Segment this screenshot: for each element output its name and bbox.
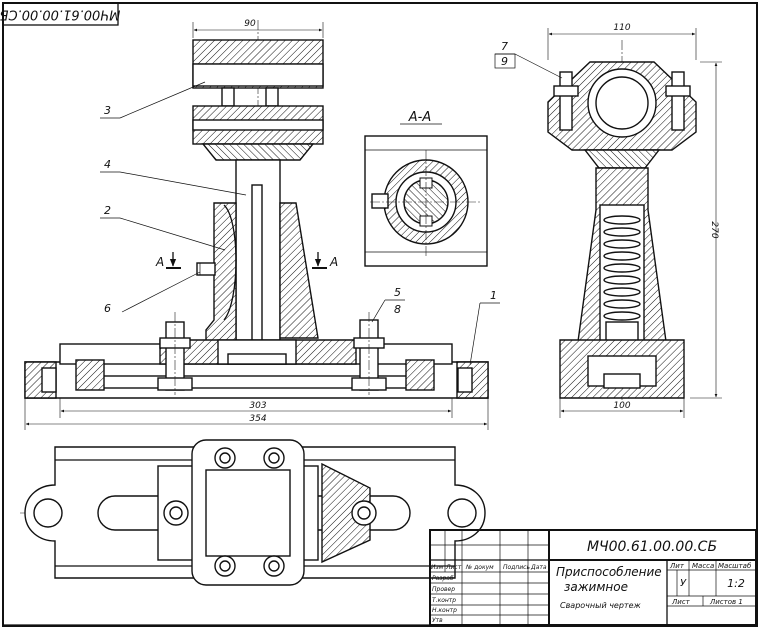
svg-text:7: 7 [501, 40, 508, 53]
lit-value: У [680, 578, 687, 589]
sheet-label: Лист [671, 598, 691, 606]
title-block: Изм Лист № докум Подпись Дата Разраб Про… [429, 529, 757, 626]
section-mark-right: А [329, 255, 338, 269]
svg-text:1: 1 [490, 289, 497, 302]
svg-text:Провер: Провер [432, 586, 455, 593]
svg-text:Дата: Дата [530, 564, 547, 571]
callout-2: 2 [100, 204, 226, 251]
svg-text:5: 5 [394, 286, 401, 299]
svg-text:Масса: Масса [692, 562, 714, 570]
svg-text:Разраб: Разраб [432, 575, 454, 582]
svg-text:Утв: Утв [432, 617, 443, 624]
drawing-name-2: зажимное [564, 580, 628, 594]
front-view: А А 90 303 354 3 4 2 [24, 19, 500, 430]
callout-3: 3 [100, 81, 206, 119]
drawing-name-1: Приспособление [556, 565, 662, 579]
spring [603, 215, 641, 321]
top-code-stamp: МЧ00.61.00.00.СБ [0, 2, 120, 26]
scale-value: 1:2 [727, 577, 745, 590]
side-view: 110 100 270 7 9 [494, 23, 722, 418]
plan-bolt-heads [163, 447, 377, 577]
svg-text:3: 3 [104, 104, 111, 117]
svg-text:6: 6 [104, 302, 111, 315]
svg-text:9: 9 [501, 55, 508, 68]
callout-7: 7 9 [494, 40, 563, 79]
svg-text:8: 8 [394, 303, 401, 316]
section-a-a: А-А [364, 110, 488, 267]
svg-text:4: 4 [104, 158, 111, 171]
section-title: А-А [408, 110, 431, 125]
top-code-text: МЧ00.61.00.00.СБ [0, 7, 120, 22]
left-rib [205, 202, 237, 357]
svg-text:Масштаб: Масштаб [718, 562, 752, 570]
svg-text:Лист: Лист [445, 564, 462, 571]
callout-4: 4 [100, 158, 247, 196]
drawing-code: МЧ00.61.00.00.СБ [587, 539, 717, 555]
dim-top-width: 90 [244, 19, 256, 29]
svg-text:2: 2 [104, 204, 111, 217]
sheets-label: Листов 1 [709, 598, 743, 606]
dim-side-base: 100 [613, 401, 630, 411]
drawing-doc-type: Сварочный чертеж [560, 601, 642, 610]
dim-side-width: 110 [613, 23, 630, 33]
svg-text:Н.контр: Н.контр [432, 607, 457, 614]
dim-side-height: 270 [709, 221, 719, 238]
svg-text:Лит: Лит [669, 562, 685, 570]
svg-text:Подпись: Подпись [503, 564, 530, 571]
right-rib [279, 202, 319, 339]
callout-1: 1 [469, 289, 500, 366]
plan-view [20, 439, 486, 586]
callout-6: 6 [104, 271, 201, 315]
svg-text:Т.контр: Т.контр [432, 597, 456, 604]
section-mark-left: А [155, 255, 164, 269]
dim-base-inner: 303 [249, 401, 266, 411]
svg-text:№ докум: № докум [465, 564, 494, 571]
dim-base-total: 354 [249, 414, 266, 424]
svg-text:Изм: Изм [431, 564, 444, 571]
callout-5: 5 8 [371, 286, 405, 323]
